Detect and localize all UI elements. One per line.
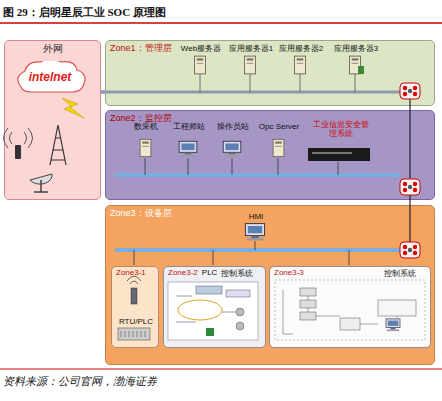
zone-title: Zone3：设备层	[110, 207, 172, 220]
zone-heading: 控制系统	[221, 268, 253, 279]
figure-title: 图 29：启明星辰工业 SOC 原理图	[3, 5, 166, 20]
network-link	[101, 91, 105, 94]
device-name: Web服务器	[181, 44, 221, 53]
device-name: 应用服务器3	[334, 44, 378, 53]
device-name: 数采机	[134, 122, 158, 131]
zone-panel: Zone1：管理层 Web服务器应用服务器1 应用服务器2 应用服务器3	[105, 40, 435, 106]
cloud-label: intelnet	[29, 70, 72, 84]
zone-header: 外网	[5, 41, 100, 57]
zone-panel: Zone2：监控层数采机工程师站操作员站Opc Server工业信息安全管理系统	[105, 110, 435, 200]
device-label: RTU/PLC	[119, 317, 153, 326]
zone-panel: 外网 intelnet	[4, 40, 101, 200]
device-name: 应用服务器1	[229, 44, 273, 53]
device-label: 操作员站	[217, 122, 249, 131]
device-name: 应用服务器2	[279, 44, 323, 53]
zone-title: 外网	[43, 42, 63, 56]
zone-panel: Zone3-1RTU/PLC	[111, 266, 159, 348]
device-label: 工业信息安全管理系统	[310, 120, 372, 138]
zone-title: Zone3-3	[274, 268, 304, 279]
zone-panel: Zone3-3 控制系统	[269, 266, 431, 348]
device-name: Opc Server	[259, 122, 299, 131]
device-name: 工业信息安全管理系统	[310, 120, 372, 138]
device-label: 应用服务器2	[279, 44, 323, 53]
source-caption: 资料来源：公司官网，渤海证券	[3, 374, 157, 389]
zone-heading: 控制系统	[384, 268, 416, 279]
network-link	[409, 106, 410, 110]
device-name: RTU/PLC	[119, 317, 153, 326]
zone-heading: PLC	[202, 268, 218, 279]
zone-header: Zone3-3 控制系统	[270, 267, 430, 280]
device-label: Opc Server	[259, 122, 299, 131]
device-label: 数采机	[134, 122, 158, 131]
zone-title: Zone3-1	[116, 268, 146, 277]
device-label: HMI	[249, 212, 264, 221]
zone-title: Zone1：管理层	[110, 42, 172, 55]
device-label: Web服务器	[181, 44, 221, 53]
device-label: 应用服务器1	[229, 44, 273, 53]
device-name: 工程师站	[173, 122, 205, 131]
device-label: 工程师站	[173, 122, 205, 131]
network-link	[409, 200, 410, 205]
zone-title: Zone3-2	[168, 268, 198, 279]
zone-header: Zone3-1	[112, 267, 158, 278]
cloud-shape: intelnet	[13, 61, 87, 93]
zone-header: Zone3-2 PLC控制系统	[164, 267, 265, 280]
device-name: 操作员站	[217, 122, 249, 131]
device-name: HMI	[249, 212, 264, 221]
zone-panel: Zone3-2 PLC控制系统	[163, 266, 266, 348]
zone-panel: Zone3：设备层HMIZone3-1RTU/PLCZone3-2PLC控制系统…	[105, 205, 435, 365]
zone-header: Zone3：设备层	[106, 206, 434, 221]
device-label: 应用服务器3	[334, 44, 378, 53]
